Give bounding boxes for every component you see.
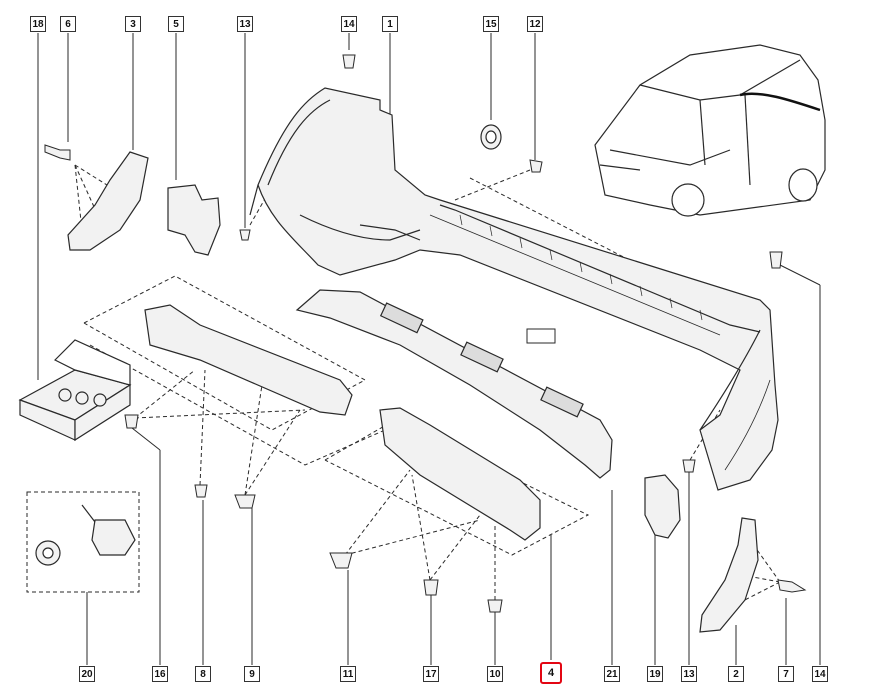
dashed-8 <box>199 369 206 486</box>
callout-19: 19 <box>647 666 663 682</box>
upper-energy-absorber <box>144 304 353 416</box>
callout-9: 9 <box>244 666 260 682</box>
dashed-16a <box>134 369 196 419</box>
left-side-bracket <box>67 151 149 251</box>
lower-energy-absorber <box>379 407 541 541</box>
dashed-frame-lower <box>324 419 590 556</box>
dashed-frame-absorber-low <box>89 344 386 466</box>
callout-15: 15 <box>483 16 499 32</box>
callout-3: 3 <box>125 16 141 32</box>
callout-7: 7 <box>778 666 794 682</box>
callout-18: 18 <box>30 16 46 32</box>
dashed-12 <box>454 169 531 201</box>
callout-16: 16 <box>152 666 168 682</box>
callout-20: 20 <box>79 666 95 682</box>
callout-13-bottom: 13 <box>681 666 697 682</box>
clip-14a <box>342 54 356 69</box>
grommet <box>480 124 502 150</box>
dashed-box-sensor <box>26 491 140 593</box>
dashed-9b <box>244 409 301 496</box>
license-plate-light <box>526 328 556 344</box>
left-guide-bracket <box>167 184 221 256</box>
hardware-kit-box <box>18 339 132 442</box>
screw-13b <box>682 459 696 473</box>
callout-8: 8 <box>195 666 211 682</box>
right-side-bracket <box>699 517 759 633</box>
dashed-17a <box>411 474 431 581</box>
clip-16 <box>124 414 139 429</box>
dashed-17b <box>429 514 481 581</box>
dashed-11a <box>344 469 411 556</box>
leader-14b-bend <box>779 264 821 286</box>
screw-7 <box>777 579 807 593</box>
callout-21: 21 <box>604 666 620 682</box>
screw-12 <box>529 159 543 173</box>
callout-14-bottom: 14 <box>812 666 828 682</box>
callout-12: 12 <box>527 16 543 32</box>
callout-6: 6 <box>60 16 76 32</box>
fasteners <box>44 54 807 613</box>
callout-11: 11 <box>340 666 356 682</box>
callout-13-top: 13 <box>237 16 253 32</box>
callout-5: 5 <box>168 16 184 32</box>
rear-bumper-shell <box>249 87 779 491</box>
dashed-6a <box>74 164 116 191</box>
callout-2: 2 <box>728 666 744 682</box>
leader-16-bend <box>131 427 161 451</box>
lower-diffuser <box>295 289 613 479</box>
clip-9 <box>234 494 256 509</box>
clip-11 <box>329 552 353 569</box>
parking-sensor <box>35 504 136 566</box>
callout-17: 17 <box>423 666 439 682</box>
dashed-16b <box>134 409 306 419</box>
clip-14b <box>769 251 783 269</box>
screw-10 <box>487 599 503 613</box>
vehicle-inset <box>594 44 826 217</box>
clip-17 <box>423 579 439 596</box>
dashed-11b <box>344 519 481 556</box>
clip-13a <box>239 229 251 241</box>
callout-1: 1 <box>382 16 398 32</box>
dashed-9a <box>244 384 263 496</box>
right-guide-bracket <box>644 474 681 539</box>
screw-6 <box>44 144 71 161</box>
callout-4-highlighted: 4 <box>540 662 562 684</box>
callout-10: 10 <box>487 666 503 682</box>
callout-14-top: 14 <box>341 16 357 32</box>
screw-8 <box>194 484 208 498</box>
dashed-6c <box>74 164 84 241</box>
